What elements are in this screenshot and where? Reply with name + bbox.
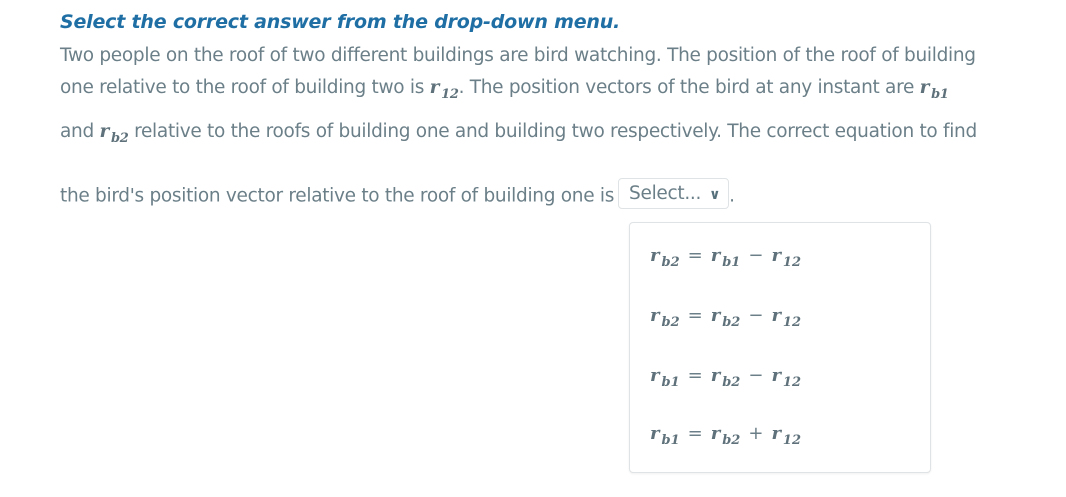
answer-dropdown[interactable]: Select... ∨ [618,178,730,209]
text: . [729,185,735,207]
chevron-down-icon: ∨ [709,187,721,203]
question-line-1: Two people on the roof of two different … [60,45,976,66]
text: the bird's position vector relative to t… [60,185,615,207]
dropdown-placeholder: Select... [629,183,702,204]
question-line-4: the bird's position vector relative to t… [60,178,735,212]
question-line-2: one relative to the roof of building two… [60,77,949,102]
text: one relative to the roof of building two… [60,77,430,98]
text: and [60,121,100,142]
text: . The position vectors of the bird at an… [458,77,920,98]
instruction-heading: Select the correct answer from the drop-… [60,11,621,33]
text: relative to the roofs of building one an… [128,121,977,142]
